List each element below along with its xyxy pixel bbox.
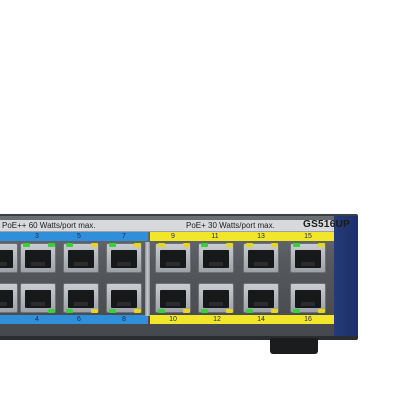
port-number-label: 5 xyxy=(77,233,81,240)
port-number-label: 7 xyxy=(122,233,126,240)
ethernet-port xyxy=(243,243,279,273)
status-led xyxy=(318,309,325,313)
port-number-label: 4 xyxy=(35,316,39,323)
ethernet-port xyxy=(290,243,326,273)
top-bar-poe-plus xyxy=(150,232,334,241)
ethernet-port xyxy=(20,243,56,273)
port-number-label: 8 xyxy=(122,316,126,323)
port-number-label: 15 xyxy=(304,233,312,240)
port-number-label: 13 xyxy=(257,233,265,240)
status-led xyxy=(66,309,73,313)
port-number-label: 14 xyxy=(257,316,265,323)
ethernet-port xyxy=(0,283,18,313)
status-led xyxy=(66,243,73,247)
status-led xyxy=(246,243,253,247)
ethernet-port xyxy=(155,283,191,313)
ethernet-port xyxy=(290,283,326,313)
ethernet-port xyxy=(106,283,142,313)
status-led xyxy=(158,243,165,247)
status-led xyxy=(226,243,233,247)
model-name: GS516UP xyxy=(303,219,351,230)
ethernet-port xyxy=(155,243,191,273)
status-led xyxy=(183,309,190,313)
port-number-label: 3 xyxy=(35,233,39,240)
status-led xyxy=(134,243,141,247)
status-led xyxy=(246,309,253,313)
ethernet-port xyxy=(20,283,56,313)
status-led xyxy=(201,309,208,313)
port-number-label: 10 xyxy=(169,316,177,323)
port-number-label: 12 xyxy=(213,316,221,323)
port-number-label: 9 xyxy=(171,233,175,240)
port-number-label: 16 xyxy=(304,316,312,323)
port-number-label: 11 xyxy=(211,233,219,240)
ethernet-port xyxy=(198,283,234,313)
status-led xyxy=(271,243,278,247)
label-strip xyxy=(0,220,334,232)
status-led xyxy=(48,243,55,247)
status-led xyxy=(109,309,116,313)
status-led xyxy=(183,243,190,247)
status-led xyxy=(201,243,208,247)
status-led xyxy=(91,243,98,247)
status-led xyxy=(271,309,278,313)
status-led xyxy=(293,309,300,313)
ethernet-port xyxy=(243,283,279,313)
status-led xyxy=(91,309,98,313)
status-led xyxy=(293,243,300,247)
status-led xyxy=(158,309,165,313)
ethernet-port xyxy=(106,243,142,273)
status-led xyxy=(23,243,30,247)
poe-plus-label: PoE+ 30 Watts/port max. xyxy=(186,221,275,230)
port-group-divider xyxy=(145,242,150,316)
poe-plus-plus-label: PoE++ 60 Watts/port max. xyxy=(2,221,96,230)
ethernet-port xyxy=(63,243,99,273)
status-led xyxy=(318,243,325,247)
bottom-bar-poe-plus xyxy=(150,315,334,324)
port-number-label: 6 xyxy=(77,316,81,323)
status-led xyxy=(134,309,141,313)
status-led xyxy=(226,309,233,313)
top-bar-poe-plus-plus xyxy=(0,232,148,241)
status-led xyxy=(48,309,55,313)
brand-panel xyxy=(334,216,358,336)
ethernet-port xyxy=(198,243,234,273)
bottom-bar-poe-plus-plus xyxy=(0,315,148,324)
rubber-foot xyxy=(270,338,318,354)
ethernet-port xyxy=(0,243,18,273)
ethernet-port xyxy=(63,283,99,313)
status-led xyxy=(109,243,116,247)
